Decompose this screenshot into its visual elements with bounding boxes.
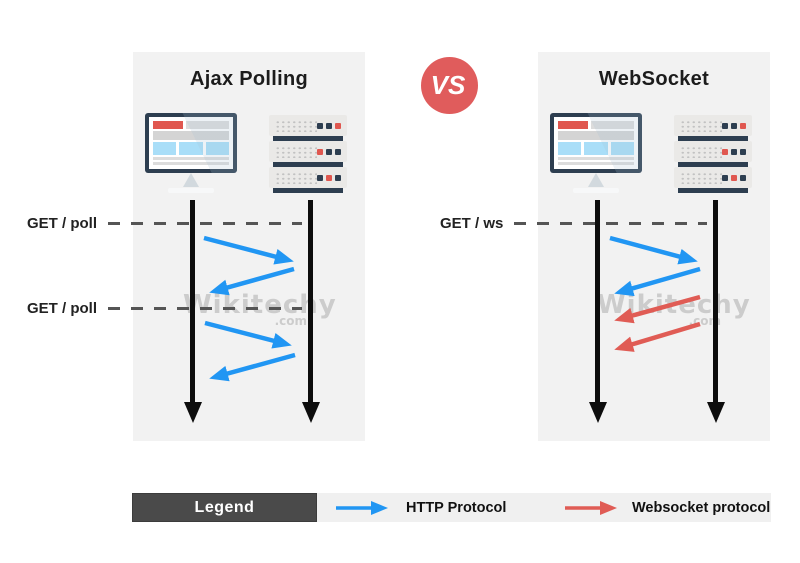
server-vents bbox=[275, 119, 317, 132]
browser-content-tile bbox=[558, 142, 582, 155]
server-vents bbox=[680, 145, 722, 158]
server-vents bbox=[275, 145, 317, 158]
client-lifeline-arrow bbox=[588, 200, 607, 423]
browser-titlebar-accent bbox=[558, 121, 588, 129]
browser-toolbar bbox=[153, 131, 229, 140]
watermark-text: Wikitechy bbox=[597, 290, 751, 320]
browser-content-tile bbox=[205, 142, 229, 155]
browser-content-tile bbox=[610, 142, 634, 155]
browser-titlebar-accent bbox=[153, 121, 183, 129]
watermark-text: Wikitechy bbox=[183, 290, 337, 320]
browser-text-line bbox=[153, 157, 229, 160]
request-label-get-poll-2: GET / poll bbox=[27, 300, 97, 317]
server-unit bbox=[269, 115, 347, 136]
server-divider bbox=[678, 162, 748, 167]
server-vents bbox=[680, 119, 722, 132]
request-dashed-line bbox=[514, 222, 707, 225]
server-divider bbox=[678, 188, 748, 193]
legend-label-websocket: Websocket protocol bbox=[632, 500, 771, 516]
monitor-base bbox=[168, 188, 214, 193]
legend-label-http: HTTP Protocol bbox=[406, 500, 507, 516]
server-unit bbox=[674, 115, 752, 136]
page-title: WebSocket bbox=[598, 68, 710, 90]
server-rack-icon bbox=[269, 115, 347, 193]
monitor-screen bbox=[145, 113, 237, 173]
server-divider bbox=[273, 162, 343, 167]
browser-content-tile bbox=[153, 142, 177, 155]
screen-glare bbox=[145, 113, 237, 173]
panel-websocket: WebSocket bbox=[538, 52, 770, 441]
monitor-screen bbox=[550, 113, 642, 173]
server-unit bbox=[269, 167, 347, 188]
server-vents bbox=[680, 171, 722, 184]
server-unit bbox=[674, 167, 752, 188]
websocket-arrow-icon bbox=[565, 501, 617, 515]
panel-ajax-polling: Ajax Polling bbox=[133, 52, 365, 441]
legend-title: Legend bbox=[194, 498, 255, 516]
browser-text-line bbox=[153, 162, 229, 165]
server-unit bbox=[269, 141, 347, 162]
browser-content-tile bbox=[179, 142, 203, 155]
browser-titlebar bbox=[591, 121, 634, 129]
server-lifeline-arrow bbox=[301, 200, 320, 423]
browser-titlebar bbox=[186, 121, 229, 129]
page-title: Ajax Polling bbox=[189, 68, 309, 90]
server-lifeline-arrow bbox=[706, 200, 725, 423]
browser-content-tile bbox=[584, 142, 608, 155]
browser-text-line bbox=[558, 157, 634, 160]
screen-glare bbox=[550, 113, 642, 173]
monitor-stand bbox=[183, 173, 199, 187]
server-divider bbox=[273, 136, 343, 141]
browser-toolbar bbox=[558, 131, 634, 140]
client-lifeline-arrow bbox=[183, 200, 202, 423]
server-divider bbox=[678, 136, 748, 141]
monitor-browser-icon bbox=[550, 113, 642, 193]
vs-badge: VS bbox=[421, 57, 478, 114]
legend-bar: HTTP Protocol Websocket protocol bbox=[317, 493, 771, 522]
server-vents bbox=[275, 171, 317, 184]
request-label-get-ws: GET / ws bbox=[440, 215, 504, 232]
legend-title-box: Legend bbox=[132, 493, 317, 522]
monitor-browser-icon bbox=[145, 113, 237, 193]
vs-badge-label: VS bbox=[430, 70, 466, 100]
server-rack-icon bbox=[674, 115, 752, 193]
request-dashed-line bbox=[108, 307, 302, 310]
monitor-stand bbox=[588, 173, 604, 187]
http-arrow-icon bbox=[336, 501, 388, 515]
browser-text-line bbox=[558, 162, 634, 165]
monitor-base bbox=[573, 188, 619, 193]
server-divider bbox=[273, 188, 343, 193]
request-label-get-poll-1: GET / poll bbox=[27, 215, 97, 232]
server-unit bbox=[674, 141, 752, 162]
request-dashed-line bbox=[108, 222, 302, 225]
watermark: Wikitechy .com bbox=[597, 290, 750, 328]
